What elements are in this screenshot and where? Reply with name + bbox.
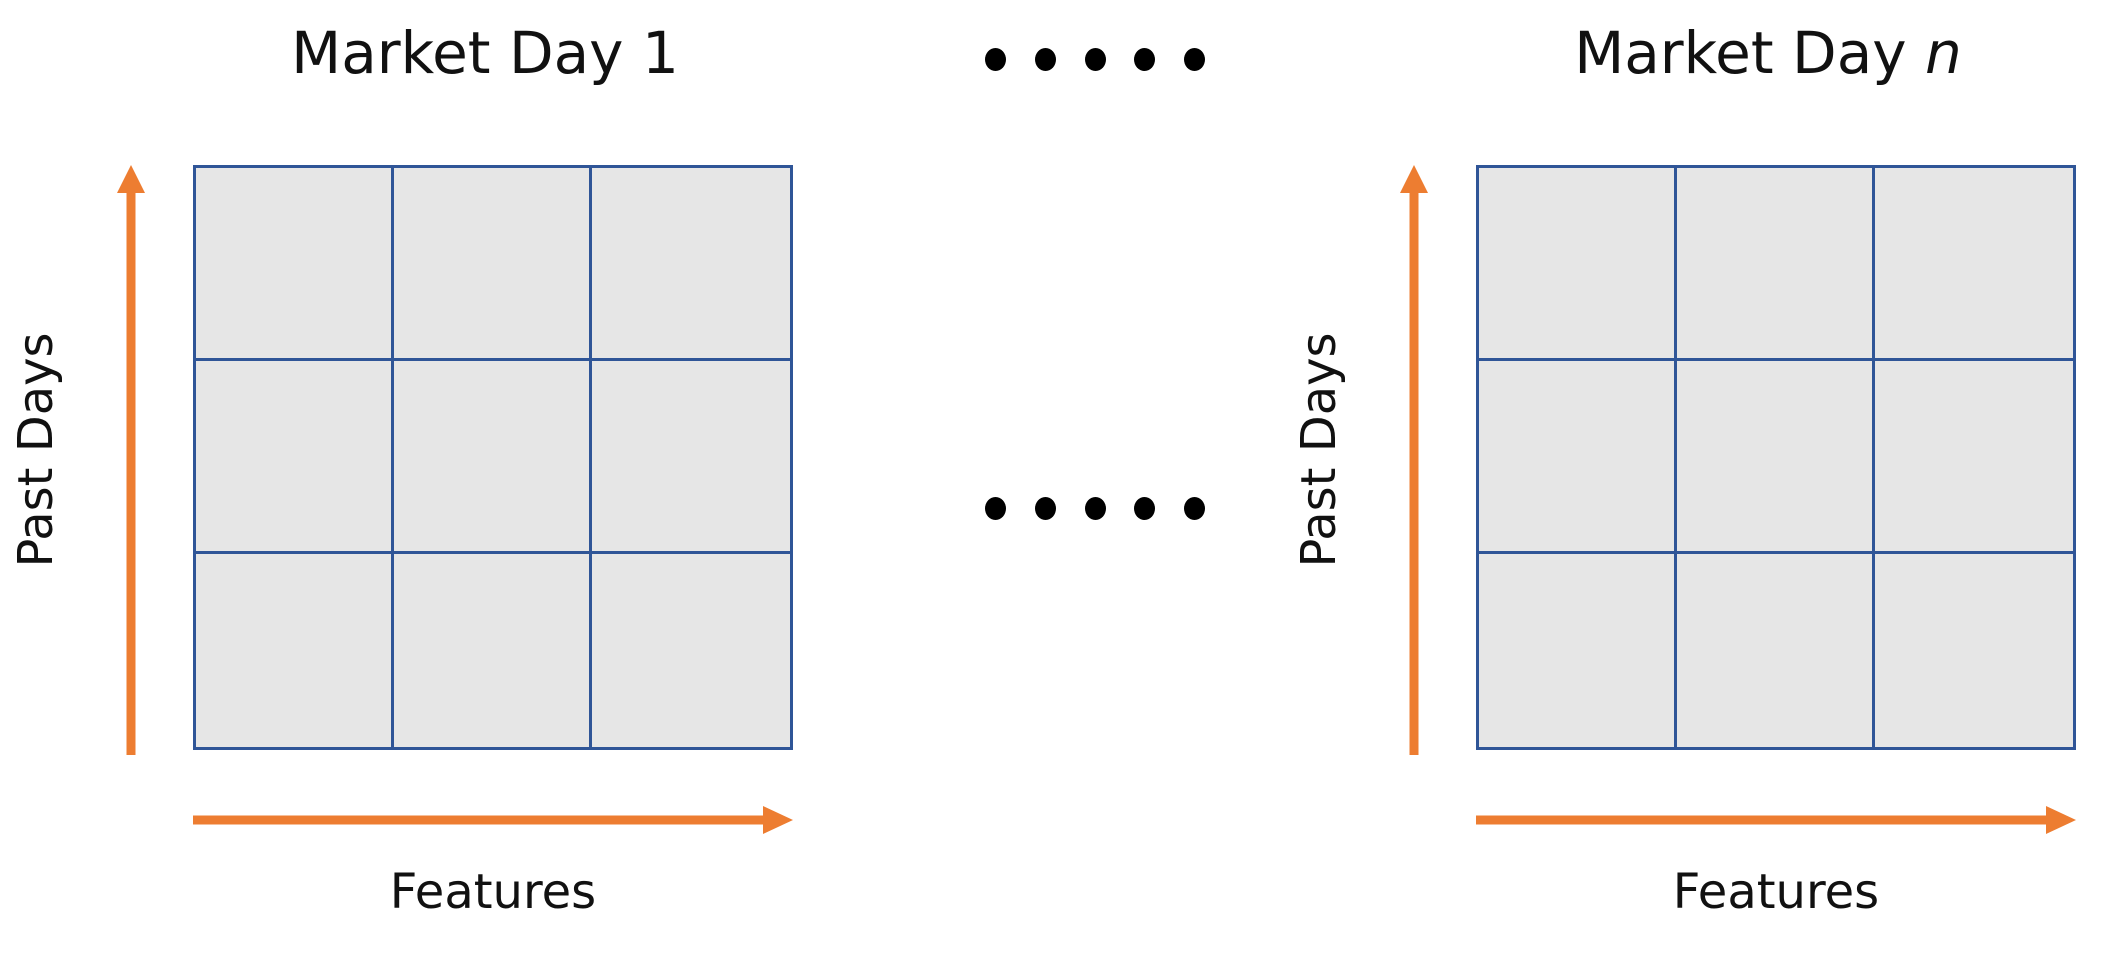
market-day-1-panel: Market Day 1 Past Days Features	[0, 0, 840, 953]
title-suffix: 1	[641, 19, 679, 87]
title-prefix: Market Day	[1574, 19, 1925, 87]
title-suffix: n	[1925, 19, 1962, 87]
dot	[985, 496, 1006, 520]
dot	[985, 47, 1006, 71]
grid-cell	[1677, 361, 1875, 554]
panel-title: Market Day n	[1468, 18, 2068, 88]
dot	[1034, 47, 1056, 71]
past-days-arrow	[1400, 165, 1428, 755]
grid-cell	[394, 361, 592, 554]
dot	[1184, 47, 1205, 71]
ellipsis-middle	[985, 493, 1205, 523]
y-axis-label: Past Days	[8, 332, 64, 568]
grid-cell	[1479, 168, 1677, 361]
dot	[1084, 496, 1106, 520]
grid-cell	[592, 554, 790, 747]
panel-title: Market Day 1	[185, 18, 785, 88]
features-arrow	[193, 806, 793, 834]
y-axis-label: Past Days	[1291, 332, 1347, 568]
grid-cell	[592, 168, 790, 361]
grid-cell	[1677, 554, 1875, 747]
grid-cell	[394, 168, 592, 361]
past-days-arrow	[117, 165, 145, 755]
x-axis-label: Features	[1672, 864, 1880, 920]
x-axis-label: Features	[389, 864, 597, 920]
ellipsis-top	[985, 44, 1205, 74]
grid-cell	[1479, 554, 1677, 747]
grid-cell	[592, 361, 790, 554]
dot	[1184, 496, 1205, 520]
grid-cell	[1479, 361, 1677, 554]
grid-cell	[394, 554, 592, 747]
grid-cell	[196, 361, 394, 554]
grid-cell	[1875, 168, 2073, 361]
grid-cell	[1677, 168, 1875, 361]
dot	[1134, 47, 1156, 71]
grid-cell	[1875, 554, 2073, 747]
dot	[1084, 47, 1106, 71]
title-prefix: Market Day	[291, 19, 642, 87]
grid-cell	[1875, 361, 2073, 554]
grid-cell	[196, 168, 394, 361]
grid-cell	[196, 554, 394, 747]
market-day-n-panel: Market Day n Past Days Features	[1283, 0, 2119, 953]
feature-grid	[1476, 165, 2076, 750]
feature-grid	[193, 165, 793, 750]
features-arrow	[1476, 806, 2076, 834]
dot	[1034, 496, 1056, 520]
dot	[1134, 496, 1156, 520]
